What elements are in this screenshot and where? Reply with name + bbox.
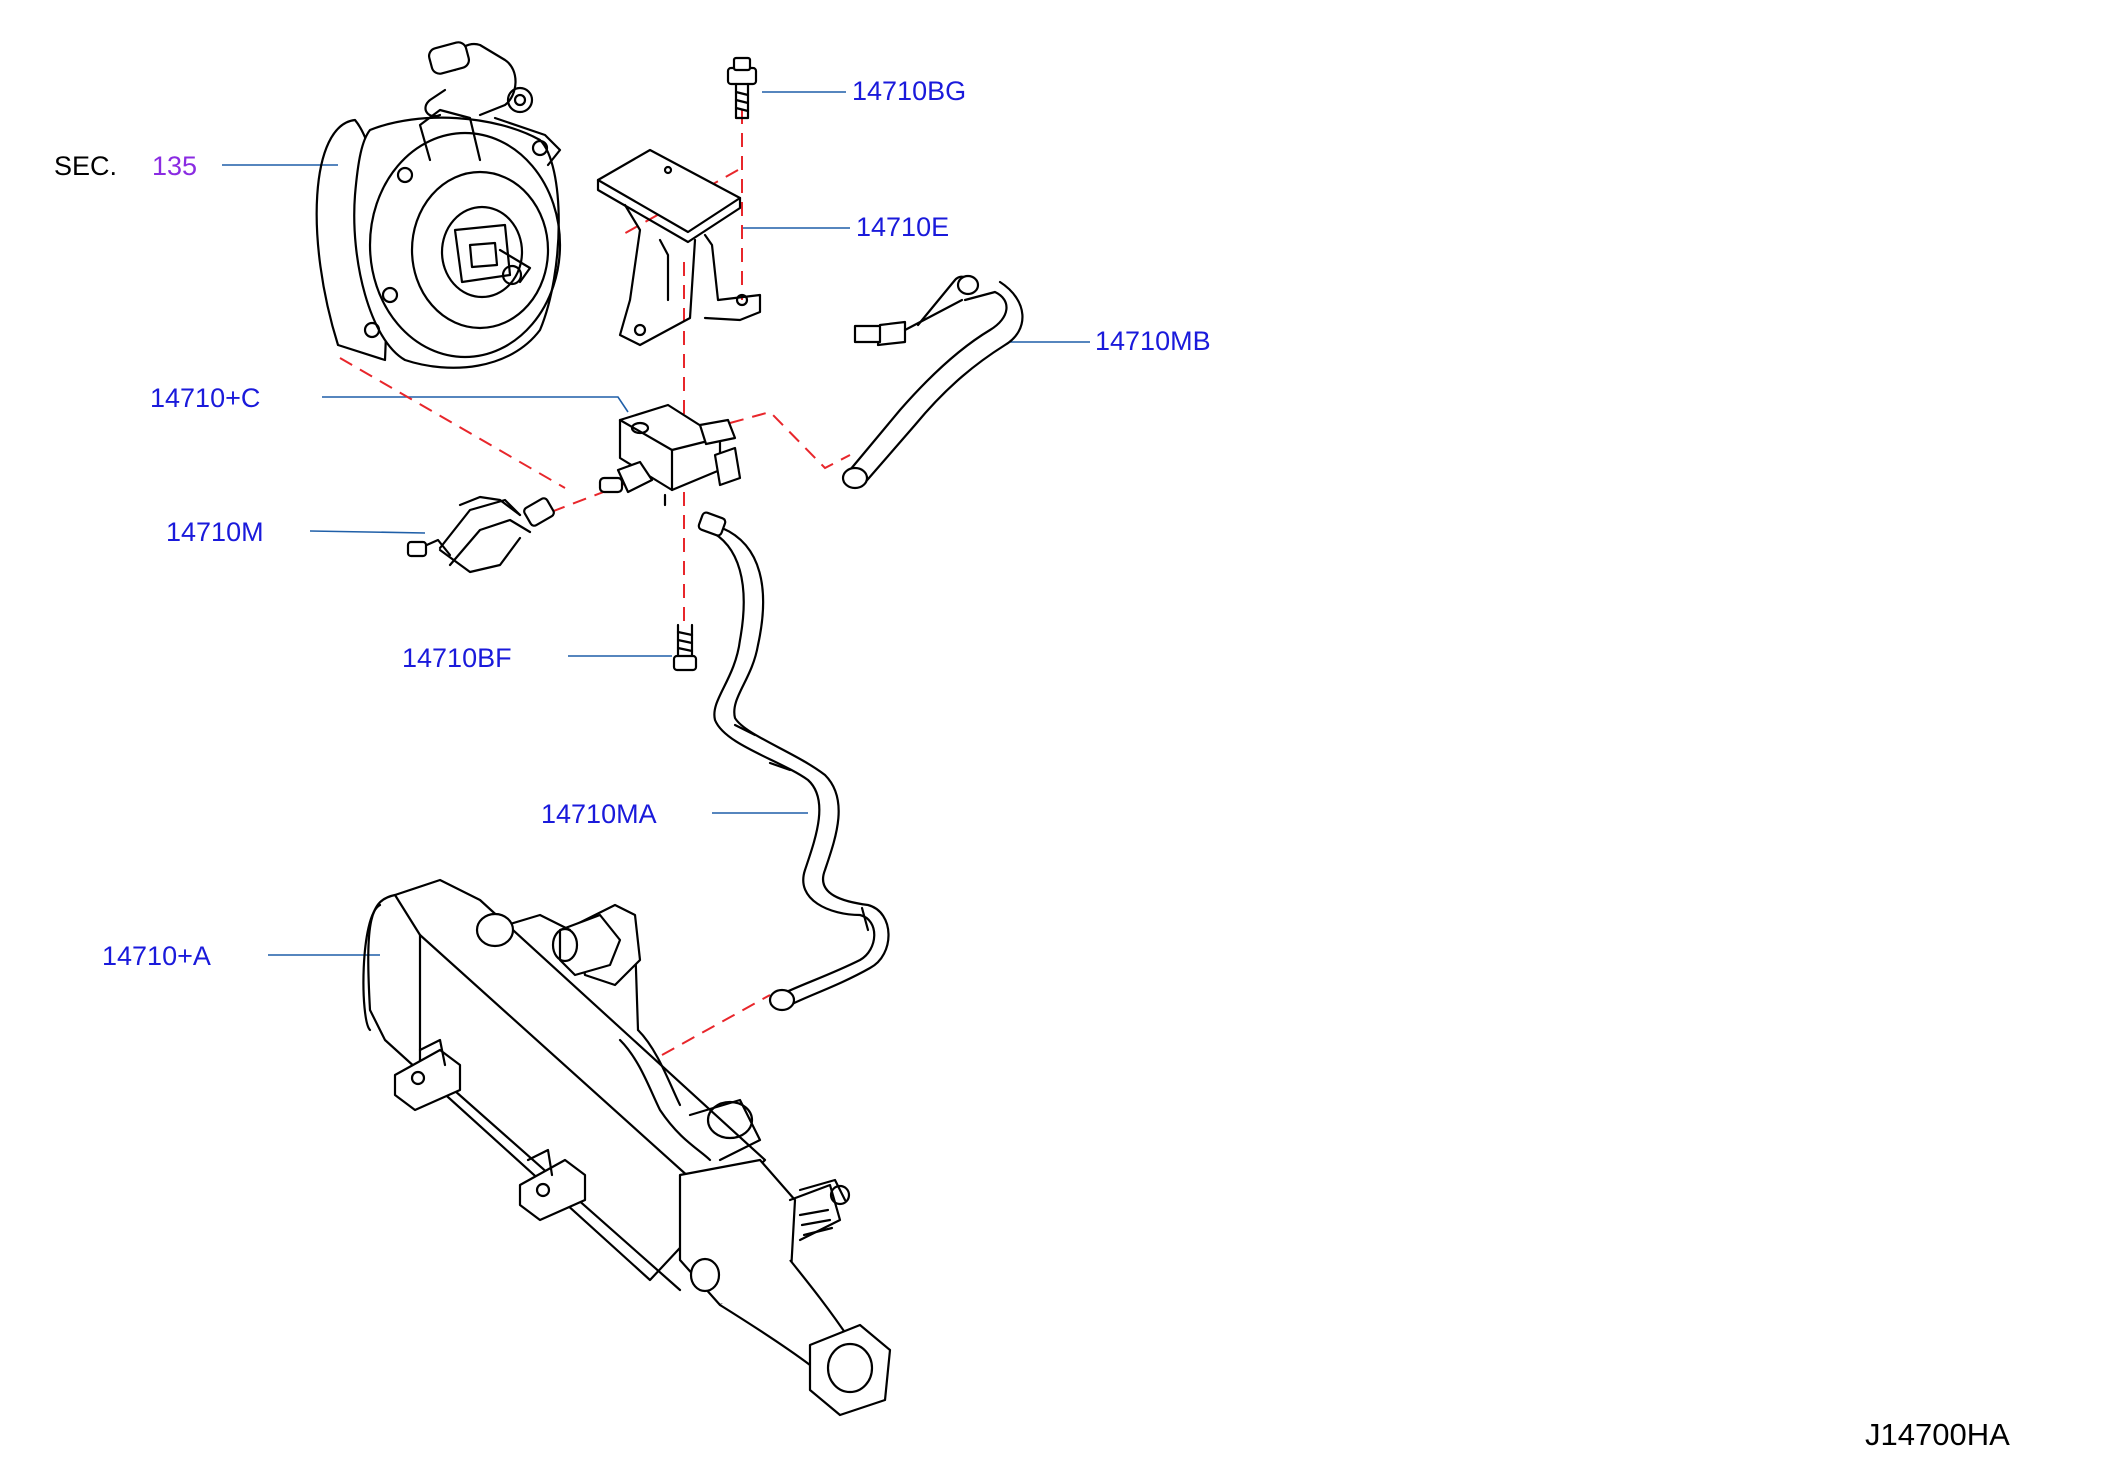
- hose-14710M[interactable]: [406, 495, 555, 574]
- part-label-14710M[interactable]: 14710M: [166, 517, 264, 547]
- hose-14710MA[interactable]: [697, 511, 890, 1012]
- hose-14710MB[interactable]: [841, 274, 1024, 490]
- valve-14710C[interactable]: [598, 403, 742, 507]
- part-label-14710E[interactable]: 14710E: [856, 212, 950, 242]
- part-label-14710A[interactable]: 14710+A: [102, 941, 211, 971]
- bolt-14710BG[interactable]: [726, 56, 758, 120]
- part-label-14710BG[interactable]: 14710BG: [852, 76, 967, 106]
- section-prefix: SEC.: [54, 151, 118, 181]
- part-label-14710MB[interactable]: 14710MB: [1095, 326, 1211, 356]
- leader-lines: [222, 91, 1090, 956]
- egr-cooler-14710A[interactable]: [362, 878, 892, 1417]
- bracket-14710E[interactable]: [596, 148, 762, 347]
- diagram-code: J14700HA: [1865, 1417, 2010, 1452]
- bolt-14710BF[interactable]: [672, 623, 698, 672]
- part-label-14710MA[interactable]: 14710MA: [541, 799, 657, 829]
- part-label-14710C[interactable]: 14710+C: [150, 383, 261, 413]
- section-number-link[interactable]: 135: [152, 151, 198, 181]
- part-label-14710BF[interactable]: 14710BF: [402, 643, 512, 673]
- vacuum-pump[interactable]: [315, 41, 562, 369]
